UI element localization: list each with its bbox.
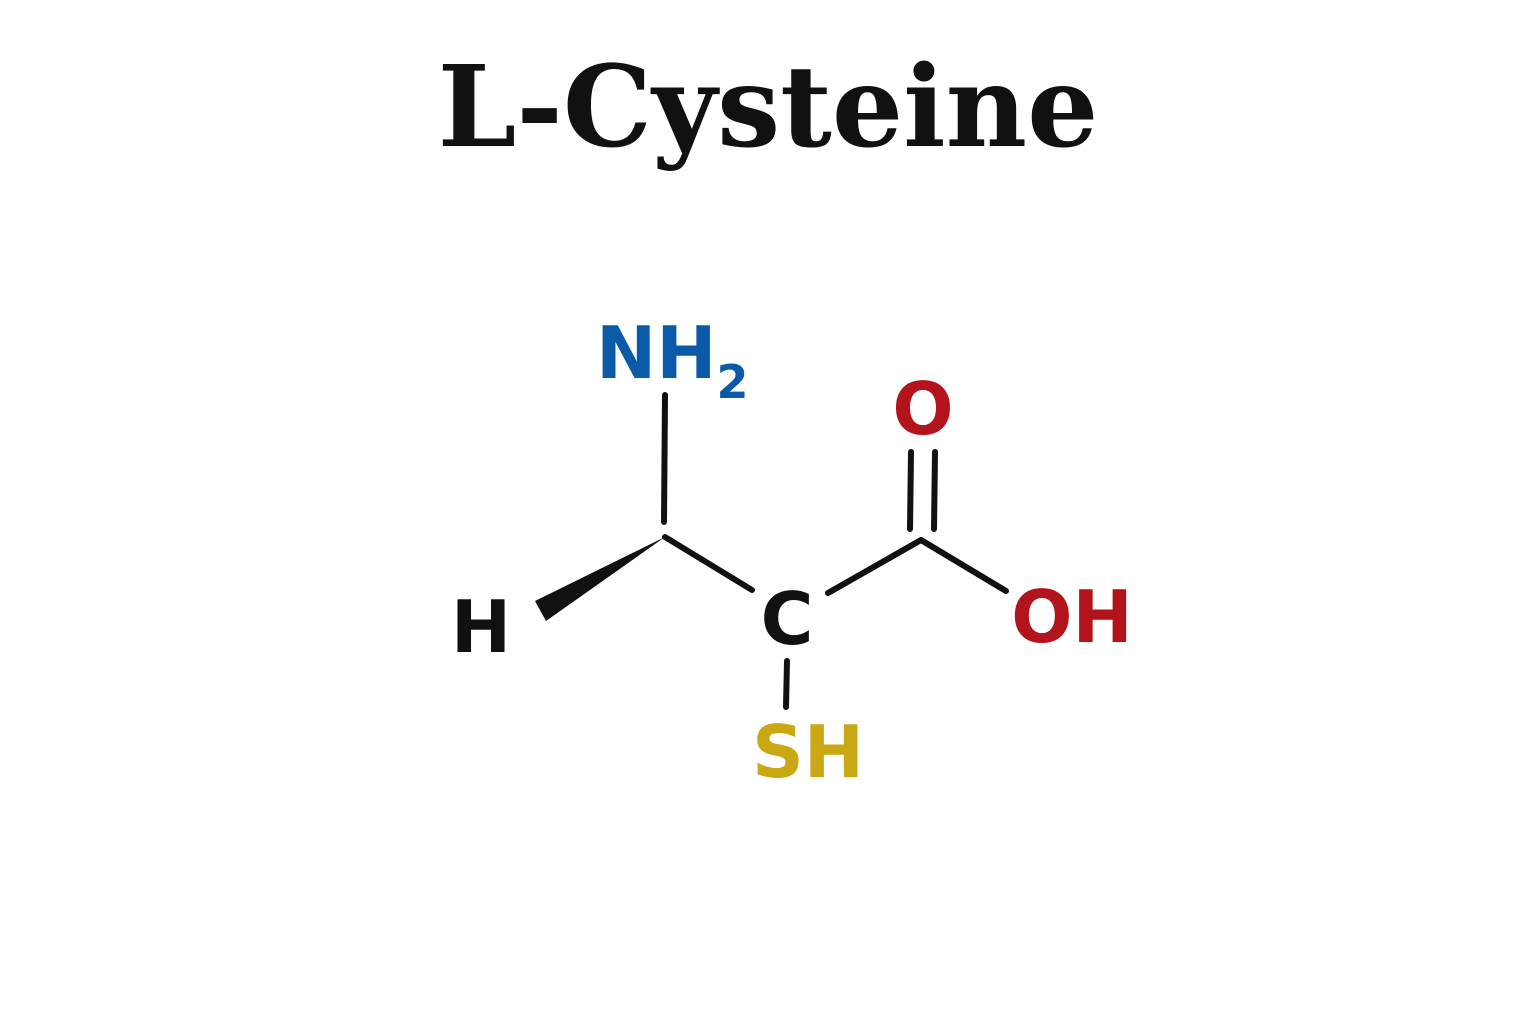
amine-subscript: 2 xyxy=(717,355,749,409)
atom-thiol: SH xyxy=(752,710,864,794)
bond-alpha-amine xyxy=(661,392,668,525)
double-bond-oxygen-left xyxy=(907,449,914,532)
atom-hydrogen: H xyxy=(451,585,511,669)
atom-carbon: C xyxy=(761,577,814,661)
amine-symbol: NH xyxy=(596,311,717,395)
atom-carbonyl-oxygen: O xyxy=(892,367,953,451)
bond-carboxyl-hydroxyl xyxy=(918,537,1009,594)
atom-hydroxyl: OH xyxy=(1011,575,1132,659)
atom-amine: NH2 xyxy=(596,311,749,409)
bond-carbon-carboxyl xyxy=(825,537,924,596)
page-title: L-Cysteine xyxy=(437,42,1099,173)
wedge-bond-hydrogen xyxy=(535,537,665,621)
bond-carbon-thiol xyxy=(783,658,790,710)
double-bond-oxygen-right xyxy=(931,449,938,532)
bond-alpha-carbon xyxy=(662,534,755,593)
